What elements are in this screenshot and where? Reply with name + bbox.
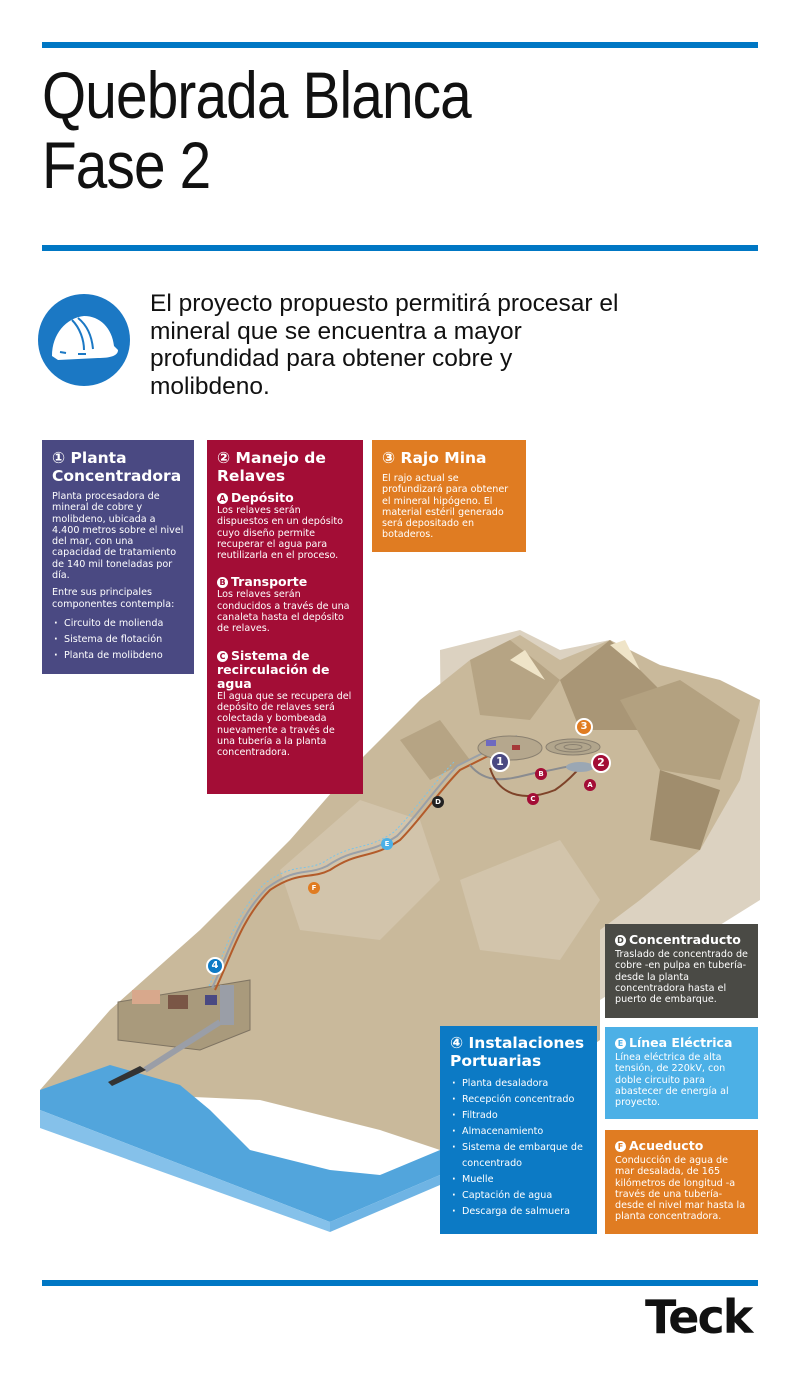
card-title: Concentraducto (629, 932, 741, 947)
list-item: Sistema de embarque de concentrado (450, 1140, 587, 1172)
facilities-list: Planta desaladora Recepción concentrado … (450, 1076, 587, 1220)
hard-hat-icon (38, 294, 130, 386)
teck-logo: Teck (645, 1290, 753, 1344)
title-line-1: Quebrada Blanca (42, 58, 472, 132)
card-title: ① Planta Concentradora (52, 449, 182, 485)
subsection-title: Depósito (231, 490, 294, 505)
marker-4: 4 (206, 957, 224, 975)
letter-e-icon: E (615, 1038, 626, 1049)
list-item: Planta de molibdeno (52, 648, 184, 664)
list-item: Almacenamiento (450, 1124, 587, 1140)
page-title: Quebrada Blanca Fase 2 (42, 58, 472, 202)
marker-B: B (535, 768, 547, 780)
bottom-rule (42, 1280, 758, 1286)
subsection-text: Los relaves serán conducidos a través de… (217, 589, 350, 635)
list-item: Muelle (450, 1172, 587, 1188)
card-text: Planta procesadora de mineral de cobre y… (52, 491, 184, 582)
subsection-text: El agua que se recupera del depósito de … (217, 690, 352, 759)
card-text: El rajo actual se profundizará para obte… (382, 473, 509, 541)
list-item: Filtrado (450, 1108, 587, 1124)
card-text: Traslado de concentrado de cobre -en pul… (615, 949, 748, 1006)
marker-A: A (584, 779, 596, 791)
card-text: Conducción de agua de mar desalada, de 1… (615, 1155, 746, 1223)
list-item: Recepción concentrado (450, 1092, 587, 1108)
letter-d-icon: D (615, 935, 626, 946)
marker-2: 2 (591, 753, 611, 773)
top-rule (42, 42, 758, 48)
marker-F: F (308, 882, 320, 894)
card-rajo-mina: ③ Rajo Mina El rajo actual se profundiza… (372, 440, 526, 552)
marker-E: E (381, 838, 393, 850)
marker-1: 1 (490, 752, 510, 772)
list-item: Sistema de flotación (52, 632, 184, 648)
subsection-title: Transporte (231, 574, 308, 590)
card-title: ④ Instalaciones Portuarias (450, 1034, 585, 1070)
card-title: Línea Eléctrica (629, 1035, 733, 1050)
card-text: Entre sus principales componentes contem… (52, 587, 175, 610)
letter-f-icon: F (615, 1141, 626, 1152)
card-instalaciones-portuarias: ④ Instalaciones Portuarias Planta desala… (440, 1026, 597, 1234)
marker-D: D (432, 796, 444, 808)
subsection-text: Los relaves serán dispuestos en un depós… (217, 505, 343, 562)
letter-b-icon: B (217, 577, 228, 589)
list-item: Circuito de molienda (52, 616, 184, 632)
title-line-2: Fase 2 (42, 128, 211, 202)
card-title: ② Manejo de Relaves (217, 449, 326, 485)
intro-text: El proyecto propuesto permitirá procesar… (150, 290, 619, 400)
subsection-title: Sistema de recirculación de agua (217, 647, 330, 691)
component-list: Circuito de molienda Sistema de flotació… (52, 616, 184, 664)
marker-3: 3 (575, 718, 593, 736)
letter-c-icon: C (217, 650, 228, 662)
card-title: Acueducto (629, 1138, 704, 1153)
letter-a-icon: A (217, 493, 228, 504)
card-planta-concentradora: ① Planta Concentradora Planta procesador… (42, 440, 194, 674)
list-item: Captación de agua (450, 1188, 587, 1204)
list-item: Descarga de salmuera (450, 1204, 587, 1220)
card-title: ③ Rajo Mina (382, 449, 487, 467)
list-item: Planta desaladora (450, 1076, 587, 1092)
middle-rule (42, 245, 758, 251)
marker-C: C (527, 793, 539, 805)
card-text: Línea eléctrica de alta tensión, de 220k… (615, 1052, 729, 1109)
